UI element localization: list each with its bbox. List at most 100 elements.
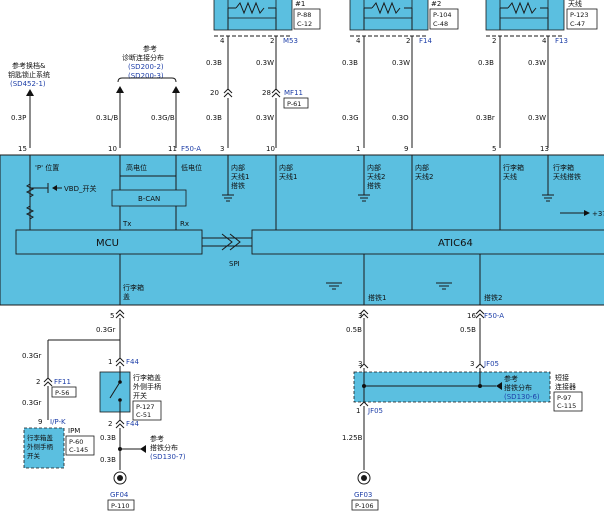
wire-label-2: 0.3L/B — [96, 114, 118, 122]
antenna-2-component: #2 P-104 C-48 4 2 F14 — [349, 0, 459, 45]
ground-icon — [113, 471, 127, 485]
f44-code-top[interactable]: F44 — [126, 358, 139, 366]
diode-icon — [52, 185, 57, 191]
f44-code-bot[interactable]: F44 — [126, 420, 139, 428]
gnd2-label: 搭铁2 — [484, 293, 502, 302]
ff11-part: P-56 — [55, 389, 69, 397]
gf04-code[interactable]: GF04 — [110, 491, 129, 499]
ipk-code[interactable]: I/P-K — [50, 418, 66, 426]
smart-key-module: 'P' 位置 VBD_开关 高电位 低电位 B-CAN Tx Rx 内部 天线1… — [0, 154, 604, 306]
switch-contact-icon — [109, 381, 121, 399]
antenna-2-code[interactable]: F14 — [419, 37, 432, 45]
lower-pin-g2: 16 — [467, 312, 476, 320]
spi-label: SPI — [229, 260, 240, 268]
ref-ignition-line1: 参考换档& — [12, 61, 46, 70]
ff11-code[interactable]: FF11 — [54, 378, 71, 386]
arrow-up-icon — [116, 86, 124, 93]
wire-label-3: 0.3G/B — [151, 114, 175, 122]
wire-label-1: 0.3P — [11, 114, 26, 122]
ground-icon — [358, 194, 370, 202]
high-potential-label: 高电位 — [126, 163, 147, 172]
antenna-3-code[interactable]: F13 — [555, 37, 568, 45]
antenna-2-label: #2 — [431, 0, 441, 8]
wire-f44-a: 0.3B — [100, 434, 116, 442]
pin-9: 13 — [540, 145, 549, 153]
gf03-code[interactable]: GF03 — [354, 491, 372, 499]
upper-wire-labels: 0.3P 0.3L/B 0.3G/B 0.3B 0.3W 0.3G 0.3O 0… — [11, 114, 546, 122]
antenna-1-component: #1 P-88 C-12 4 2 M53 — [213, 0, 321, 45]
ff11-pin: 2 — [36, 378, 40, 386]
ref-diag: 参考 诊断连接分布 (SD200-2) (SD200-3) — [116, 44, 180, 93]
lower-connector-code[interactable]: F50-A — [484, 312, 504, 320]
arrow-left-icon — [140, 445, 146, 453]
lower-pin-g1: 3 — [358, 312, 362, 320]
jf05-pin-left: 3 — [358, 360, 362, 368]
antenna-1-pin-left: 4 — [220, 37, 225, 45]
top-connector-pins: 15 10 11 F50-A 3 10 1 9 5 13 — [18, 145, 549, 153]
atic64-block — [251, 229, 604, 255]
ant1-gnd-line1: 内部 — [231, 163, 245, 172]
trunk-ant-line1: 行李箱 — [503, 163, 524, 172]
antenna-2-part: P-104 — [433, 11, 452, 19]
wire-a3-left-upper: 0.3B — [478, 59, 494, 67]
switch-line3: 开关 — [133, 391, 147, 400]
antenna-3-pin-right: 4 — [542, 37, 547, 45]
switch-conn: C-51 — [136, 411, 151, 419]
antenna-3-part: P-123 — [570, 11, 589, 19]
trunk-gnd-line2: 天线搭铁 — [553, 172, 581, 181]
antenna-2-resistor-icon — [371, 1, 401, 15]
arrow-left-icon — [496, 382, 502, 390]
wire-ff11: 0.3Gr — [22, 399, 42, 407]
antenna-3-pin-left: 2 — [492, 37, 496, 45]
short-connector-line2: 连接器 — [555, 382, 576, 391]
ipm-label: IPM — [68, 427, 80, 435]
left-lower-circuit: 0.3Gr 2 FF11 P-56 0.3Gr 9 I/P-K IPM P-60… — [22, 318, 186, 511]
ref-short-code[interactable]: (SD130-6) — [504, 393, 540, 401]
wire-ipm: 0.3Gr — [22, 352, 42, 360]
short-connector-line1: 短接 — [555, 373, 569, 382]
antenna-1-part: P-88 — [297, 11, 311, 19]
short-connector-box — [353, 371, 551, 403]
gnd1-label: 搭铁1 — [368, 293, 386, 302]
pin-5: 10 — [266, 145, 275, 153]
antenna-3-label: 天线 — [568, 0, 582, 8]
ref-diag-code1[interactable]: (SD200-2) — [128, 63, 164, 71]
ref-ignition-code[interactable]: (SD452-1) — [10, 80, 46, 88]
lower-pin-trunk: 5 — [110, 312, 114, 320]
ref-ignition: 参考换档& 钥匙锁止系统 (SD452-1) — [8, 61, 50, 96]
b-can-label: B-CAN — [138, 195, 160, 203]
ref-ground-code[interactable]: (SD130-7) — [150, 453, 186, 461]
antenna-3-resistor-icon — [507, 1, 537, 15]
ant1-line2: 天线1 — [279, 172, 297, 181]
antenna-1-resistor-icon — [235, 1, 265, 15]
gf04-part: P-110 — [111, 502, 130, 510]
antenna-1-code[interactable]: M53 — [283, 37, 298, 45]
mcu-block — [15, 229, 203, 255]
antenna-3-component: 天线 P-123 C-47 2 4 F13 — [485, 0, 598, 45]
wire-label-4: 0.3B — [206, 114, 222, 122]
antenna-2-pin-left: 4 — [356, 37, 361, 45]
antenna-1-label: #1 — [295, 0, 305, 8]
wire-a2-right-upper: 0.3W — [392, 59, 410, 67]
mf11-connector: 20 28 MF11 P-61 — [210, 88, 309, 109]
antenna-1-pin-right: 2 — [270, 37, 274, 45]
trunk-handle-switch — [99, 371, 131, 413]
antenna-3-conn: C-47 — [570, 20, 585, 28]
jf05-code-bot[interactable]: JF05 — [367, 407, 383, 415]
jf05-code[interactable]: JF05 — [483, 360, 499, 368]
trunk-lid-label-2: 盖 — [123, 292, 130, 301]
pin-6: 1 — [356, 145, 360, 153]
mf11-code[interactable]: MF11 — [284, 89, 303, 97]
right-lower-circuit: 3 3 JF05 参考 搭铁分布 (SD130-6) 短接 连接器 P-97 C… — [342, 318, 583, 511]
wire-trunk: 0.3Gr — [96, 326, 116, 334]
ref-diag-code2[interactable]: (SD200-3) — [128, 72, 164, 80]
wire-gf03: 1.25B — [342, 434, 363, 442]
ref-ground-line1: 参考 — [150, 434, 164, 443]
ref-diag-line2: 诊断连接分布 — [122, 53, 164, 62]
pin-7: 9 — [404, 145, 408, 153]
top-connector-code[interactable]: F50-A — [181, 145, 201, 153]
wire-label-6: 0.3G — [342, 114, 359, 122]
f44-pin-bot: 2 — [108, 420, 112, 428]
wire-a2-left-upper: 0.3B — [342, 59, 358, 67]
ipm-box-line2: 外侧手柄 — [27, 442, 54, 451]
